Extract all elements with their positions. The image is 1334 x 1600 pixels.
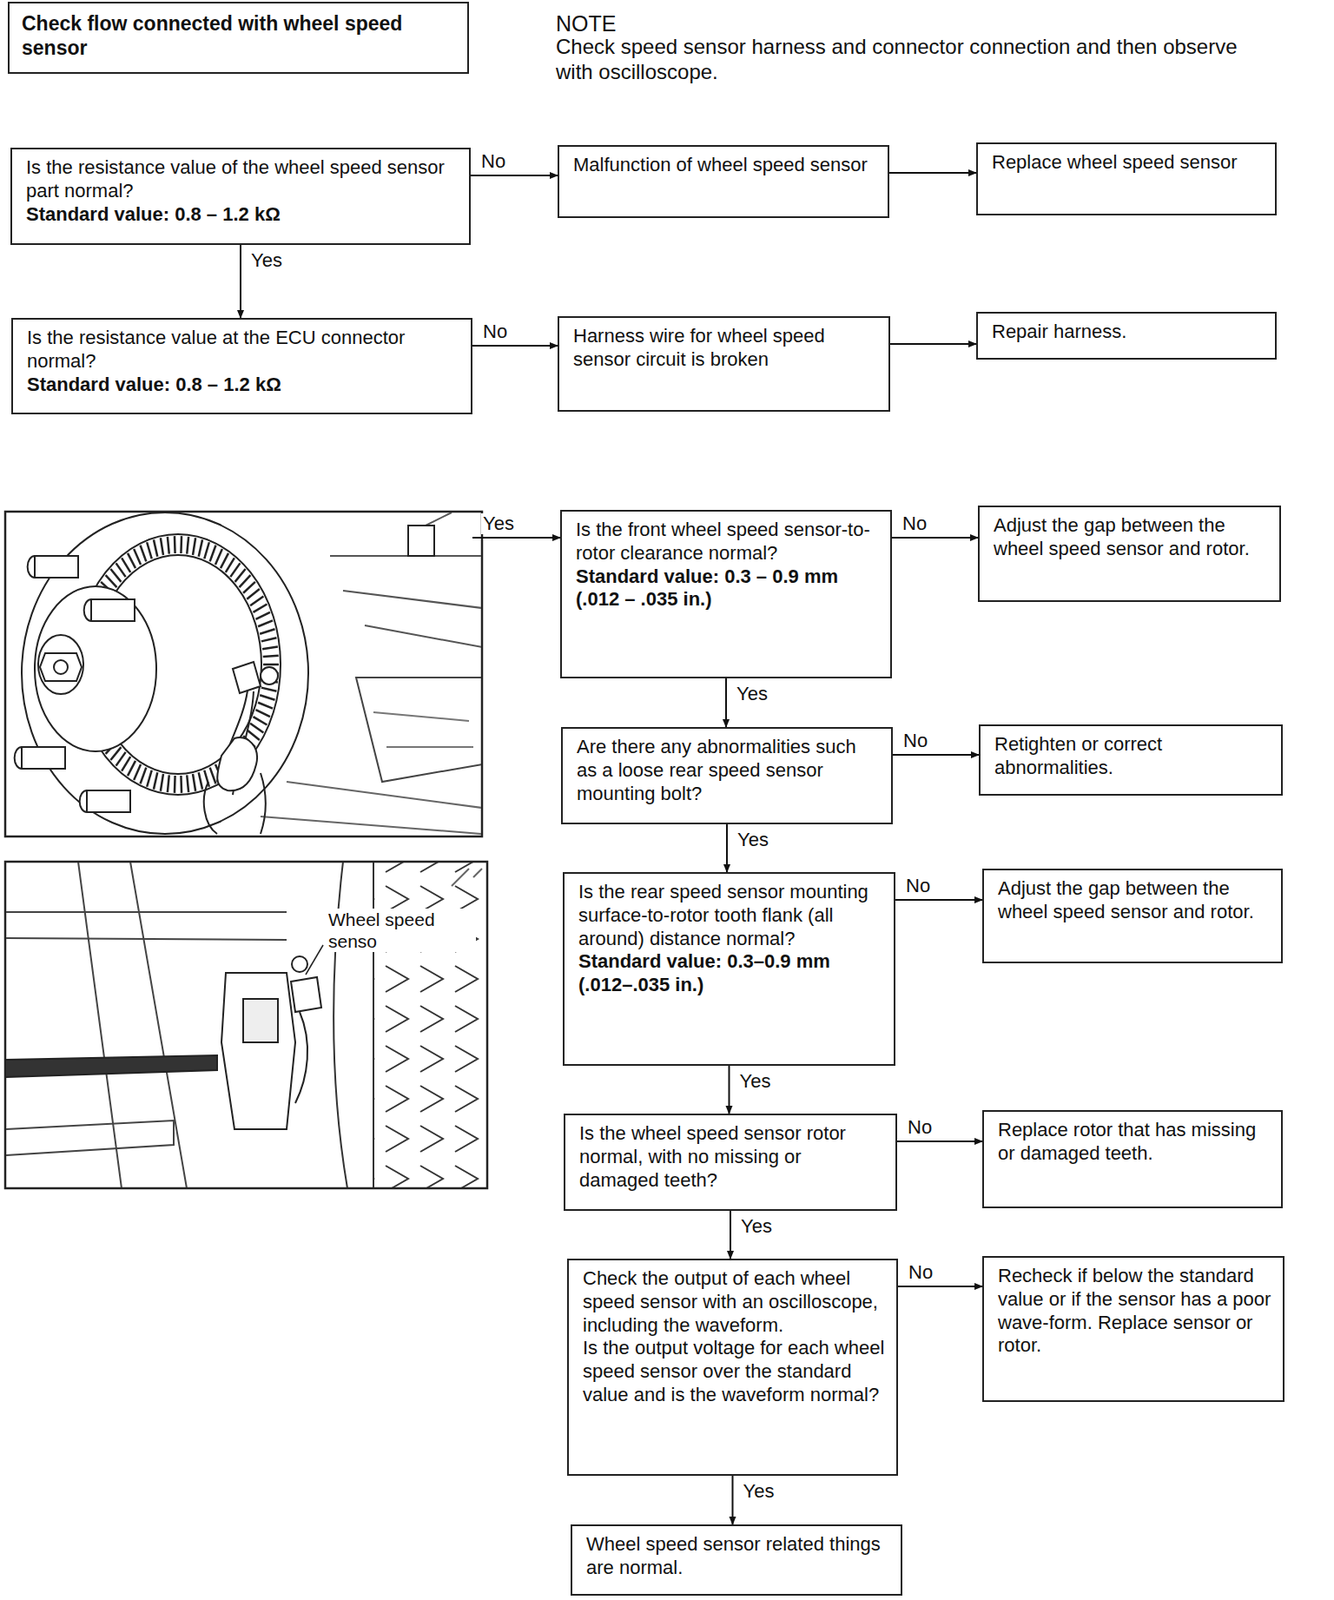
- flow-arrow: [892, 753, 979, 756]
- action-box: Adjust the gap between the wheel speed s…: [982, 868, 1283, 964]
- branch-label: Yes: [735, 829, 771, 851]
- action-box: Replace rotor that has missing or damage…: [982, 1109, 1283, 1209]
- note-text: NOTE: [555, 10, 1251, 37]
- box-text: Wheel speed sensor related things are no…: [586, 1532, 891, 1580]
- front-sensor-illustration: [5, 511, 483, 837]
- action-box: Replace wheel speed sensor: [976, 142, 1277, 216]
- branch-label: Yes: [734, 683, 770, 705]
- question-box: Are there any abnormalities such as a lo…: [561, 726, 893, 825]
- question-box: Is the rear speed sensor mounting surfac…: [562, 871, 896, 1066]
- box-text: Repair harness.: [991, 320, 1265, 344]
- flow-arrow: [728, 1065, 731, 1114]
- box-text: Is the output voltage for each wheel spe…: [582, 1336, 886, 1407]
- branch-label: Yes: [249, 250, 284, 271]
- action-box: Adjust the gap between the wheel speed s…: [977, 505, 1282, 602]
- box-text: Is the resistance value at the ECU conne…: [26, 326, 461, 374]
- question-box: Check the output of each wheel speed sen…: [567, 1258, 899, 1476]
- box-text: Adjust the gap between the wheel speed s…: [993, 514, 1269, 562]
- box-text: Is the front wheel speed sensor-to-rotor…: [575, 518, 880, 566]
- box-text: Harness wire for wheel speed sensor circ…: [573, 324, 879, 372]
- flow-arrow: [889, 171, 977, 174]
- action-box: Repair harness.: [976, 311, 1277, 360]
- standard-value: Standard value: 0.3 – 0.9 mm (.012 – .03…: [575, 565, 880, 613]
- flow-arrow: [725, 678, 727, 727]
- box-text: Is the rear speed sensor mounting surfac…: [578, 880, 884, 951]
- standard-value: Standard value: 0.3–0.9 mm (.012–.035 in…: [578, 950, 884, 998]
- part-label: Wheel speed senso: [328, 908, 476, 952]
- flow-arrow: [729, 1210, 732, 1259]
- branch-label: Yes: [739, 1215, 774, 1237]
- rear-sensor-illustration: [5, 861, 488, 1189]
- branch-label: Yes: [481, 513, 516, 535]
- branch-label: Yes: [738, 1070, 773, 1092]
- question-box: Is the resistance value at the ECU conne…: [11, 317, 473, 415]
- result-box: Wheel speed sensor related things are no…: [570, 1524, 903, 1596]
- flow-arrow: [472, 344, 558, 347]
- branch-label: No: [904, 875, 932, 897]
- standard-value: Standard value: 0.8 – 1.2 kΩ: [26, 203, 459, 227]
- question-box: Is the resistance value of the wheel spe…: [10, 147, 471, 245]
- flow-arrow: [239, 244, 242, 318]
- branch-label: No: [479, 151, 508, 172]
- title-box: Check flow connected with wheel speed se…: [7, 1, 469, 74]
- branch-label: No: [901, 730, 930, 752]
- question-box: Is the wheel speed sensor rotor normal, …: [563, 1113, 898, 1211]
- branch-label: No: [481, 321, 509, 343]
- flow-arrow: [732, 1475, 734, 1525]
- branch-label: No: [905, 1116, 934, 1138]
- box-text: Replace rotor that has missing or damage…: [997, 1118, 1271, 1166]
- branch-label: No: [906, 1261, 935, 1283]
- box-text: Check the output of each wheel speed sen…: [582, 1267, 886, 1337]
- box-text: Adjust the gap between the wheel speed s…: [997, 877, 1271, 925]
- box-text: Retighten or correct abnormalities.: [994, 733, 1271, 780]
- box-text: Is the resistance value of the wheel spe…: [26, 156, 459, 204]
- branch-label: Yes: [741, 1480, 777, 1502]
- flow-arrow: [726, 824, 728, 872]
- standard-value: Standard value: 0.8 – 1.2 kΩ: [26, 373, 461, 397]
- box-text: Replace wheel speed sensor: [991, 151, 1265, 175]
- question-box: Is the front wheel speed sensor-to-rotor…: [560, 509, 892, 679]
- flow-arrow: [895, 898, 983, 901]
- box-text: Is the wheel speed sensor rotor normal, …: [579, 1122, 885, 1192]
- box-text: Malfunction of wheel speed sensor: [573, 153, 878, 178]
- action-box: Recheck if below the standard value or i…: [982, 1255, 1285, 1402]
- note-text: Check speed sensor harness and connector…: [555, 34, 1268, 86]
- branch-label: No: [900, 513, 929, 535]
- box-text: Are there any abnormalities such as a lo…: [576, 735, 881, 806]
- action-box: Retighten or correct abnormalities.: [978, 724, 1283, 796]
- action-box: Harness wire for wheel speed sensor circ…: [557, 316, 891, 412]
- flow-arrow: [890, 343, 977, 345]
- flow-arrow: [470, 174, 558, 177]
- flow-arrow: [472, 536, 561, 539]
- box-text: Recheck if below the standard value or i…: [997, 1264, 1273, 1358]
- flow-arrow: [897, 1140, 983, 1143]
- action-box: Malfunction of wheel speed sensor: [557, 145, 890, 218]
- flow-arrow: [898, 1285, 983, 1288]
- flow-arrow: [891, 536, 978, 539]
